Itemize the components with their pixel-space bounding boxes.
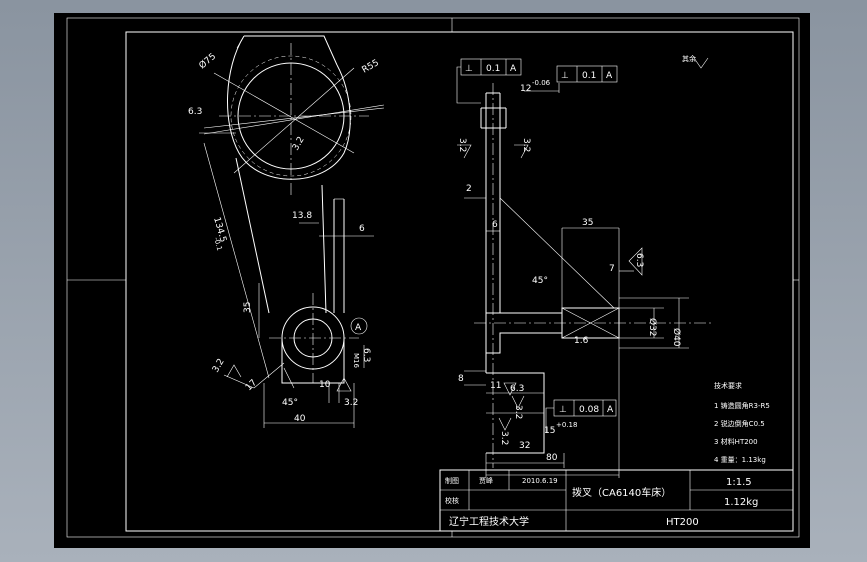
svg-text:辽宁工程技术大学: 辽宁工程技术大学 (449, 515, 529, 528)
svg-text:3 材料HT200: 3 材料HT200 (714, 437, 758, 446)
svg-text:HT200: HT200 (666, 517, 699, 528)
svg-text:0.1: 0.1 (582, 71, 596, 81)
svg-text:32: 32 (519, 441, 530, 451)
svg-text:A: A (355, 323, 362, 333)
svg-text:-0.1: -0.1 (212, 236, 223, 251)
svg-text:0.1: 0.1 (486, 64, 500, 74)
svg-text:2: 2 (466, 184, 472, 194)
gdt-frame-2 (556, 65, 618, 83)
svg-text:7: 7 (609, 264, 615, 274)
svg-text:4 重量：1.13kg: 4 重量：1.13kg (714, 456, 766, 464)
svg-text:Ø40: Ø40 (671, 328, 682, 347)
svg-text:3.2: 3.2 (513, 405, 523, 419)
title-block: 制图 贾峰 2010.6.19 校核 拨叉（CA6140车床） 1:1.5 1.… (439, 469, 794, 532)
svg-text:40: 40 (294, 414, 306, 424)
svg-text:制图: 制图 (445, 476, 459, 485)
svg-text:3.2: 3.2 (291, 135, 307, 152)
svg-text:35: 35 (243, 302, 253, 313)
svg-text:12: 12 (520, 84, 531, 94)
inner-border (125, 31, 794, 532)
svg-text:1.6: 1.6 (574, 336, 589, 346)
svg-text:A: A (510, 64, 517, 74)
svg-text:13.8: 13.8 (292, 211, 312, 221)
svg-text:6.3: 6.3 (361, 348, 371, 362)
svg-text:80: 80 (546, 453, 558, 463)
svg-text:M16: M16 (352, 353, 360, 368)
svg-text:6.3: 6.3 (188, 107, 202, 117)
svg-text:17: 17 (244, 378, 259, 393)
svg-text:2010.6.19: 2010.6.19 (522, 477, 558, 485)
svg-text:15: 15 (544, 426, 555, 436)
front-view (199, 35, 385, 428)
svg-text:6: 6 (359, 224, 365, 234)
svg-text:Ø32: Ø32 (647, 318, 658, 337)
svg-text:Ø75: Ø75 (197, 51, 218, 71)
front-view-labels: Ø75 R55 6.3 3.2 13.8 134.5 -0.1 6 35 A 3… (188, 51, 381, 424)
datum-a-circle (350, 317, 368, 335)
svg-text:-0.06: -0.06 (532, 79, 551, 87)
section-view (456, 57, 714, 478)
svg-text:其余: 其余 (682, 54, 696, 63)
svg-text:A: A (607, 405, 614, 415)
svg-text:1 铸造圆角R3-R5: 1 铸造圆角R3-R5 (714, 401, 770, 410)
svg-text:45°: 45° (282, 398, 298, 408)
svg-text:11: 11 (490, 381, 501, 391)
svg-text:+0.18: +0.18 (556, 421, 577, 429)
cad-drawing: Ø75 R55 6.3 3.2 13.8 134.5 -0.1 6 35 A 3… (66, 17, 800, 538)
svg-text:10: 10 (319, 380, 331, 390)
svg-text:3.2: 3.2 (344, 398, 358, 408)
svg-text:R55: R55 (361, 58, 381, 76)
svg-text:⊥: ⊥ (559, 405, 567, 415)
svg-text:⊥: ⊥ (561, 71, 569, 81)
outer-border (66, 17, 800, 538)
svg-text:校核: 校核 (445, 496, 459, 505)
tech-requirements: 技术要求 1 铸造圆角R3-R5 2 锐边倒角C0.5 3 材料HT200 4 … (714, 381, 770, 464)
svg-text:A: A (606, 71, 613, 81)
svg-text:35: 35 (582, 218, 593, 228)
svg-text:6.3: 6.3 (510, 384, 524, 394)
svg-text:2 锐边倒角C0.5: 2 锐边倒角C0.5 (714, 419, 765, 428)
svg-text:3.2: 3.2 (521, 138, 531, 152)
svg-text:6.3: 6.3 (634, 253, 644, 267)
svg-text:1:1.5: 1:1.5 (726, 477, 752, 488)
svg-text:3.2: 3.2 (211, 357, 227, 374)
section-view-labels: ⊥ 0.1 A ⊥ 0.1 A 12 -0.06 3.2 3.2 2 6 35 … (457, 54, 696, 463)
svg-text:8: 8 (458, 374, 464, 384)
svg-text:3.2: 3.2 (457, 138, 467, 152)
svg-text:1.12kg: 1.12kg (724, 497, 758, 508)
svg-text:45°: 45° (532, 276, 548, 286)
svg-text:技术要求: 技术要求 (714, 381, 742, 390)
svg-text:贾峰: 贾峰 (479, 476, 493, 485)
drawing-viewport[interactable]: Ø75 R55 6.3 3.2 13.8 134.5 -0.1 6 35 A 3… (54, 13, 810, 548)
svg-text:⊥: ⊥ (465, 64, 473, 74)
svg-text:拨叉（CA6140车床）: 拨叉（CA6140车床） (572, 486, 671, 499)
svg-text:6: 6 (492, 220, 498, 230)
svg-text:0.08: 0.08 (579, 405, 599, 415)
svg-text:3.2: 3.2 (499, 431, 509, 445)
